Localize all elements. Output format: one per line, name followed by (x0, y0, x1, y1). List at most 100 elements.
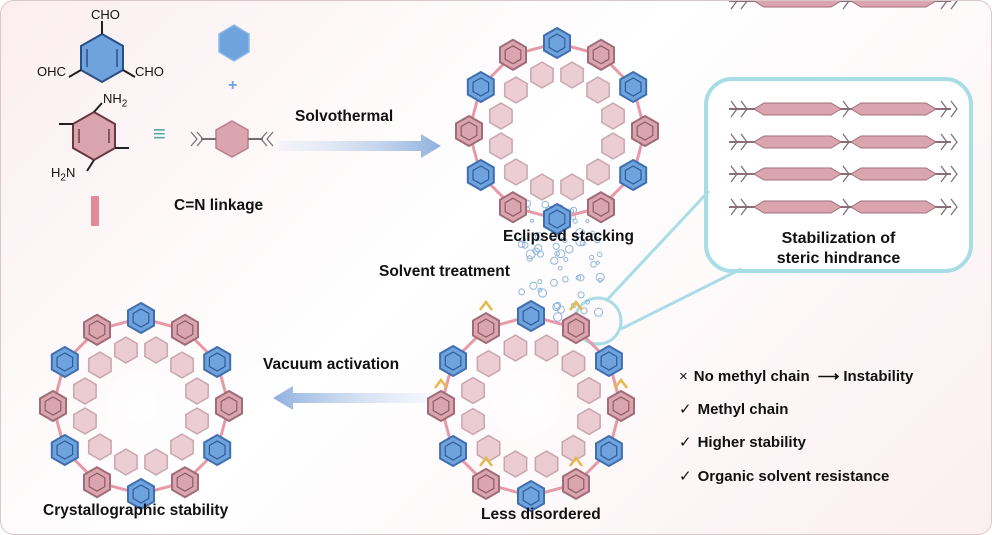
framework-crystalline (39, 301, 243, 511)
inset-title-line1: Stabilization of (781, 230, 896, 247)
inset-linker-rows (728, 1, 958, 216)
solvent-droplet (553, 312, 563, 322)
aldehyde-left-label: OHC (37, 64, 66, 79)
vacuum-activation-label: Vacuum activation (263, 356, 400, 373)
hexagon-inner-ring (504, 197, 522, 217)
hexagon-inner-ring (56, 352, 74, 372)
note-no-methyl: ×No methyl chain ⟶Instability (679, 368, 914, 385)
hexagon-inner-ring (624, 165, 642, 185)
solvent-droplet (556, 305, 565, 314)
solvent-droplet (577, 291, 585, 299)
solvent-droplet (593, 307, 604, 317)
pink-hexagon (560, 173, 585, 201)
pink-hexagon (587, 38, 615, 71)
solvent-droplet (518, 288, 526, 296)
solvent-droplet (572, 232, 578, 238)
pink-hexagon (476, 434, 501, 463)
methyl-group (569, 455, 583, 467)
hexagon-inner-ring (477, 318, 495, 338)
hexagon-inner-ring (444, 351, 462, 371)
arrow-right-icon: ⟶ (817, 368, 840, 385)
methyl-group (569, 299, 583, 311)
pink-hexagon (170, 433, 195, 461)
pink-hexagon (562, 467, 590, 501)
pore-center (98, 363, 184, 449)
blue-hexagon (50, 433, 79, 467)
solvent-droplet (580, 307, 588, 315)
solvent-treatment-label: Solvent treatment (379, 263, 510, 280)
pink-hexagon (72, 407, 97, 435)
inset-title-line2: steric hindrance (776, 250, 901, 267)
pink-hexagon (144, 448, 169, 476)
pink-hexagon (427, 389, 455, 423)
hexagon-inner-ring (522, 486, 540, 506)
pink-hexagon (499, 38, 527, 71)
hexagon-inner-ring (567, 474, 585, 494)
plus-sign: + (228, 77, 238, 94)
hexagon-inner-ring (132, 484, 150, 504)
solvothermal-arrow (279, 134, 441, 158)
hexagon-inner-ring (208, 352, 226, 372)
hexagon-inner-ring (176, 320, 194, 340)
blue-hexagon (127, 301, 155, 335)
blue-hexagon (203, 345, 232, 379)
note-methyl-chain: ✓Methyl chain (679, 401, 789, 418)
pink-hexagon (83, 313, 111, 346)
solvent-droplet (541, 200, 550, 209)
blue-node-hexagon (218, 24, 250, 62)
solvent-droplet (526, 255, 533, 262)
solvent-droplet (550, 256, 559, 265)
note-solvent-resistance: ✓Organic solvent resistance (679, 468, 890, 485)
framework-disordered (427, 299, 635, 513)
hexagon-inner-ring (636, 121, 654, 141)
inset-pointer-line-2 (620, 267, 742, 331)
pink-hexagon (503, 450, 528, 478)
pink-hexagon (87, 351, 112, 379)
pink-hexagon (113, 336, 138, 364)
less-disordered-label: Less disordered (481, 506, 601, 523)
pink-hexagon (171, 466, 199, 499)
pink-hexagon (499, 191, 527, 224)
solvent-droplet (550, 278, 558, 287)
blue-hexagon (127, 477, 155, 511)
pink-hexagon (472, 311, 500, 345)
solvent-droplet (597, 277, 603, 283)
hexagon-inner-ring (472, 165, 490, 185)
pink-hexagon (560, 61, 585, 89)
hexagon-inner-ring (592, 45, 610, 65)
solvent-droplet (552, 242, 560, 250)
hexagon-inner-ring (600, 441, 618, 461)
hexagon-inner-ring (432, 396, 450, 416)
solvent-droplet (554, 250, 560, 257)
linkage-label: C=N linkage (174, 197, 264, 214)
solvent-droplet (595, 260, 600, 265)
hexagon-inner-ring (600, 351, 618, 371)
imine-linkage-bar (91, 196, 99, 226)
solvent-droplet (519, 236, 527, 243)
blue-hexagon (517, 479, 545, 513)
solvent-droplet (597, 251, 603, 258)
check-icon: ✓ (679, 468, 692, 485)
solvent-droplet (537, 279, 543, 285)
pink-hexagon (503, 76, 528, 104)
pink-hexagon (534, 334, 559, 362)
pink-hexagon (185, 407, 210, 435)
pink-hexagon (476, 349, 501, 378)
cross-icon: × (679, 368, 688, 385)
solvent-droplet (529, 218, 534, 223)
pink-hexagon (562, 311, 590, 345)
solvent-droplet (535, 232, 544, 241)
pink-hexagon (461, 376, 486, 405)
blue-hexagon (595, 344, 623, 378)
note-higher-stability: ✓Higher stability (679, 434, 806, 451)
pink-hexagon (170, 351, 195, 379)
blue-hexagon (543, 202, 571, 236)
pink-hexagon (488, 132, 513, 160)
pink-hexagon (503, 158, 528, 186)
solvent-droplet (521, 241, 529, 249)
solvent-droplet (529, 281, 538, 290)
amine-bottom-label: H2N (51, 165, 76, 184)
solvent-droplet (572, 218, 578, 224)
